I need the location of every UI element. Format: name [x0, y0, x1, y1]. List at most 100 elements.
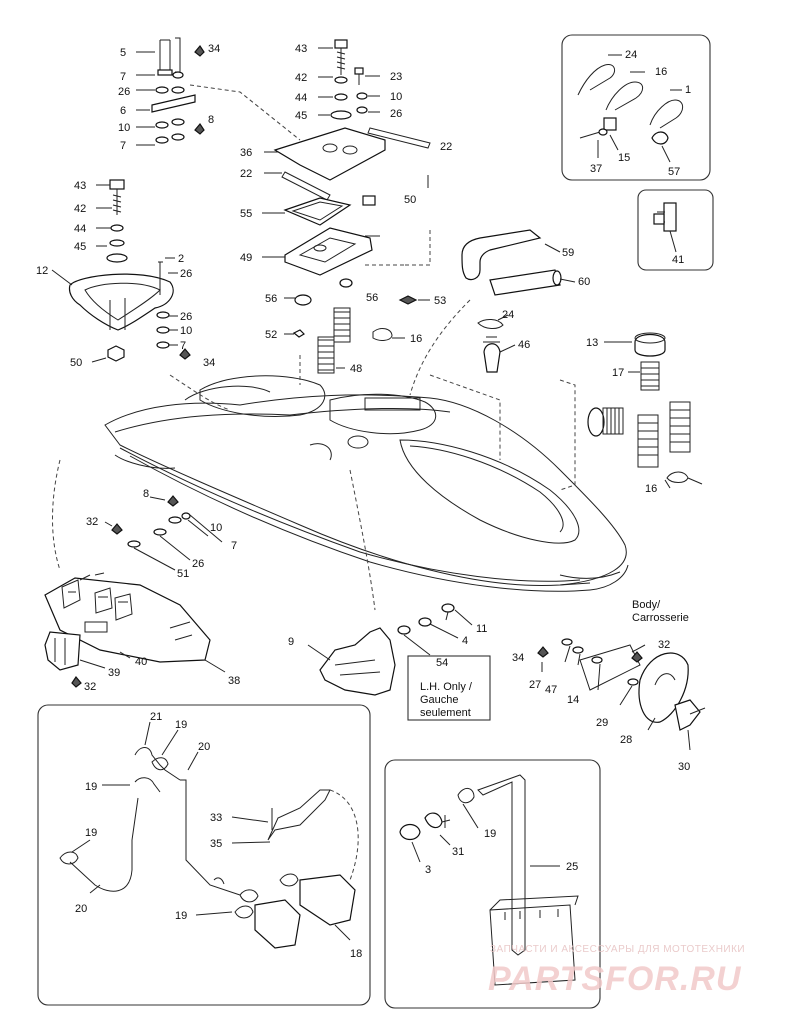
callout-38: 38	[228, 675, 240, 687]
callout-43: 43	[295, 43, 307, 55]
callout-8: 8	[143, 488, 149, 500]
callout-37: 37	[590, 163, 602, 175]
callout-45: 45	[74, 241, 86, 253]
callout-34: 34	[203, 357, 215, 369]
callout-50: 50	[70, 357, 82, 369]
body-note: Body/	[632, 599, 661, 611]
callout-49: 49	[240, 252, 252, 264]
callout-1: 1	[685, 84, 691, 96]
callout-5: 5	[120, 47, 126, 59]
callout-47: 47	[545, 684, 557, 696]
callout-16: 16	[410, 333, 422, 345]
callout-20: 20	[75, 903, 87, 915]
callout-7: 7	[180, 340, 186, 352]
callout-17: 17	[612, 367, 624, 379]
callout-51: 51	[177, 568, 189, 580]
callout-60: 60	[578, 276, 590, 288]
lh-only-note-fr2: seulement	[420, 707, 471, 719]
callout-16: 16	[645, 483, 657, 495]
callout-26: 26	[390, 108, 402, 120]
bracket-41-panel	[637, 189, 714, 271]
callout-19: 19	[175, 910, 187, 922]
callout-42: 42	[295, 72, 307, 84]
clamp-kit-panel	[561, 34, 711, 181]
callout-23: 23	[390, 71, 402, 83]
callout-53: 53	[434, 295, 446, 307]
mirror-parts	[537, 638, 706, 751]
callout-10: 10	[118, 122, 130, 134]
callout-7: 7	[120, 71, 126, 83]
callout-32: 32	[84, 681, 96, 693]
callout-22: 22	[240, 168, 252, 180]
rear-bumper-parts	[44, 572, 226, 688]
callout-52: 52	[265, 329, 277, 341]
callout-2: 2	[178, 253, 184, 265]
callout-44: 44	[74, 223, 86, 235]
callout-9: 9	[288, 636, 294, 648]
callout-30: 30	[678, 761, 690, 773]
callout-19: 19	[85, 781, 97, 793]
callout-6: 6	[120, 105, 126, 117]
callout-3: 3	[425, 864, 431, 876]
callout-34: 34	[512, 652, 524, 664]
callout-10: 10	[210, 522, 222, 534]
callout-45: 45	[295, 110, 307, 122]
callout-24: 24	[502, 309, 514, 321]
deflector-parts	[307, 603, 491, 721]
callout-10: 10	[180, 325, 192, 337]
watermark: ЗАПЧАСТИ И АКСЕССУАРЫ ДЛЯ МОТОТЕХНИКИ PA…	[488, 944, 745, 998]
callout-55: 55	[240, 208, 252, 220]
callout-15: 15	[618, 152, 630, 164]
callout-40: 40	[135, 656, 147, 668]
callout-32: 32	[658, 639, 670, 651]
body-note-fr: Carrosserie	[632, 612, 689, 624]
callout-4: 4	[462, 635, 468, 647]
callout-14: 14	[567, 694, 579, 706]
vent-tube-parts	[587, 332, 703, 489]
springs-48	[317, 307, 351, 374]
callout-12: 12	[36, 265, 48, 277]
callout-26: 26	[180, 268, 192, 280]
callout-36: 36	[240, 147, 252, 159]
lh-only-note: L.H. Only /	[420, 681, 473, 693]
callout-59: 59	[562, 247, 574, 259]
callout-24: 24	[625, 49, 637, 61]
callout-31: 31	[452, 846, 464, 858]
callout-19: 19	[85, 827, 97, 839]
callout-19: 19	[484, 828, 496, 840]
battery-vent-panel	[384, 759, 601, 1009]
callout-34: 34	[208, 43, 220, 55]
callout-25: 25	[566, 861, 578, 873]
callout-29: 29	[596, 717, 608, 729]
callout-35: 35	[210, 838, 222, 850]
lh-only-note-fr1: Gauche	[420, 694, 459, 706]
callout-41: 41	[672, 254, 684, 266]
callout-26: 26	[180, 311, 192, 323]
handlebar-bracket-parts	[136, 37, 205, 146]
annotation-notes: Body/ Carrosserie L.H. Only / Gauche seu…	[420, 599, 689, 719]
callout-26: 26	[118, 86, 130, 98]
callout-27: 27	[529, 679, 541, 691]
callout-32: 32	[86, 516, 98, 528]
callout-21: 21	[150, 711, 162, 723]
hull-body	[104, 375, 629, 592]
center-steering-parts	[264, 39, 431, 201]
callout-7: 7	[120, 140, 126, 152]
callout-57: 57	[668, 166, 680, 178]
callout-50: 50	[404, 194, 416, 206]
callout-10: 10	[390, 91, 402, 103]
callout-11: 11	[476, 623, 487, 635]
callout-56: 56	[265, 293, 277, 305]
callout-22: 22	[440, 141, 452, 153]
callout-18: 18	[350, 948, 362, 960]
callout-labels: 5 34 7 26 6 10 8 7 43 42 44 45 23 10 26 …	[36, 43, 691, 960]
callout-16: 16	[655, 66, 667, 78]
callout-8: 8	[208, 114, 214, 126]
callout-54: 54	[436, 657, 448, 669]
callout-26: 26	[192, 558, 204, 570]
callout-42: 42	[74, 203, 86, 215]
callout-7: 7	[231, 540, 237, 552]
callout-48: 48	[350, 363, 362, 375]
callout-43: 43	[74, 180, 86, 192]
